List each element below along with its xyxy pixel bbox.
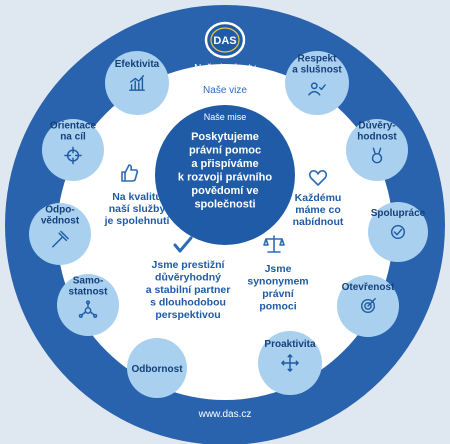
value-efektivita: Efektivita: [105, 51, 169, 115]
das-logo: DAS: [204, 21, 246, 59]
vision-item-line: Jsme: [265, 263, 292, 275]
value-label: a slušnost: [292, 65, 342, 76]
value-circle: [285, 51, 349, 115]
mission-ring-label: Naše mise: [204, 112, 247, 122]
value-label: na cíl: [60, 132, 86, 143]
value-circle: [127, 338, 187, 398]
vision-item-line: Jsme prestižní: [152, 259, 226, 271]
value-odpovednost: Odpo-vědnost: [29, 203, 91, 265]
move-arrows-icon: [281, 354, 299, 372]
people-check-icon: [308, 82, 326, 96]
value-label: Odbornost: [131, 364, 183, 375]
vision-item-line: pomoci: [259, 301, 296, 313]
value-odbornost: Odbornost: [127, 338, 187, 398]
network-icon: [78, 300, 98, 318]
value-proaktivita: Proaktivita: [258, 331, 322, 395]
crosshair-icon: [64, 146, 82, 165]
value-label: hodnost: [357, 132, 397, 143]
heart-icon: [308, 170, 328, 186]
values-ring-label: Naše hodnoty: [194, 63, 256, 74]
scales-icon: [263, 235, 285, 253]
value-label: statnost: [69, 287, 109, 298]
value-label: Proaktivita: [264, 339, 316, 350]
medal-icon: [371, 147, 383, 164]
value-circle: [368, 202, 428, 262]
value-otevrenost: Otevřenost: [337, 275, 399, 337]
footer-url: www.das.cz: [198, 409, 252, 420]
value-circle: [105, 51, 169, 115]
value-spoluprace: Spolupráce: [368, 202, 428, 262]
handshake-icon: [390, 224, 406, 240]
vision-item-line: synonymem: [247, 276, 308, 288]
vision-item-line: naší služby: [109, 203, 166, 215]
thumbs-up-icon: [121, 164, 139, 182]
value-label: Respekt: [298, 54, 338, 65]
mission-line: povědomí ve: [191, 185, 258, 197]
target-icon: [360, 298, 376, 314]
vision-item-line: máme co: [295, 204, 341, 216]
vision-item-line: právní: [262, 288, 295, 300]
value-label: vědnost: [41, 216, 80, 227]
value-duveryhodnost: Důvěry-hodnost: [346, 119, 408, 181]
vision-item-line: Na kvalitu: [112, 191, 162, 203]
vision-item-line: s dlouhodobou: [150, 297, 226, 309]
value-circle: [346, 119, 408, 181]
checkmark-icon: [173, 236, 193, 253]
mission-disc: [155, 105, 295, 245]
vision-item-line: nabídnout: [293, 216, 344, 228]
mission-line: Poskytujeme: [191, 131, 259, 143]
vision-item-line: Každému: [295, 192, 342, 204]
value-label: Efektivita: [115, 59, 160, 70]
mission-line: a přispíváme: [191, 158, 258, 170]
value-samostatnost: Samo-statnost: [57, 274, 119, 336]
value-label: Otevřenost: [342, 282, 395, 293]
vision-item-line: je spolehnutí: [104, 215, 171, 227]
mission-line: společnosti: [194, 199, 255, 211]
vision-item-line: a stabilní partner: [146, 284, 231, 296]
vision-item-line: důvěryhodný: [155, 272, 221, 284]
vision-item-line: perspektivou: [155, 309, 220, 321]
value-label: Odpo-: [45, 205, 74, 216]
value-label: Samo-: [73, 276, 104, 287]
vision-ring-label: Naše vize: [203, 85, 247, 96]
logo-text: DAS: [213, 35, 236, 47]
chart-icon: [129, 75, 145, 91]
value-label: Orientace: [50, 121, 97, 132]
mission-line: k rozvoji právního: [178, 172, 272, 184]
value-label: Spolupráce: [371, 208, 426, 219]
mission-line: právní pomoc: [189, 145, 261, 157]
value-label: Důvěry-: [358, 120, 395, 132]
gavel-icon: [52, 230, 69, 248]
